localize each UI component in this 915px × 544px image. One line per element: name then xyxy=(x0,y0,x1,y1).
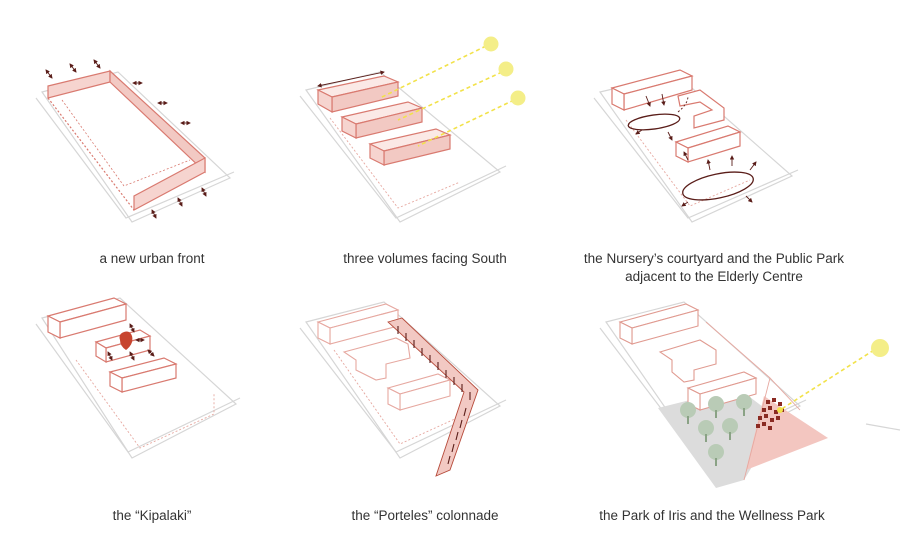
sun-ray xyxy=(379,45,515,147)
caption-line: a new urban front xyxy=(99,251,205,266)
volume-block xyxy=(340,101,424,139)
panel-kipalaki xyxy=(35,297,241,459)
panel-urban-front xyxy=(35,59,235,223)
caption-courtyard-park: the Nursery’s courtyard and the Public P… xyxy=(564,250,864,286)
colonnade xyxy=(705,321,801,481)
volume-block xyxy=(618,303,758,411)
double-arrow-icon xyxy=(45,59,207,219)
volume-block xyxy=(108,357,178,393)
kipalaki-marker xyxy=(119,331,133,350)
tree-icon xyxy=(680,394,752,466)
volume-block xyxy=(368,128,452,166)
iris-pattern xyxy=(756,398,784,430)
caption-porteles: the “Porteles” colonnade xyxy=(275,507,575,525)
courtyard-ellipse xyxy=(627,113,754,201)
volume-block xyxy=(46,297,128,339)
site-footprint-dashed xyxy=(329,117,461,209)
caption-kipalaki: the “Kipalaki” xyxy=(2,507,302,525)
volume-block xyxy=(610,69,725,129)
double-arrow-icon xyxy=(107,323,155,361)
caption-line: the “Kipalaki” xyxy=(112,508,192,523)
caption-line: the “Porteles” colonnade xyxy=(351,508,499,523)
caption-line: the Nursery’s courtyard and the Public P… xyxy=(583,251,845,266)
panel-courtyard-park xyxy=(593,69,799,223)
caption-line: adjacent to the Elderly Centre xyxy=(625,269,803,284)
volume-block xyxy=(316,303,452,411)
double-arrow-icon xyxy=(317,70,385,88)
panel-porteles xyxy=(299,301,507,477)
colonnade xyxy=(387,317,479,477)
sun-icon xyxy=(777,339,889,413)
sun-ray xyxy=(779,349,875,411)
caption-line: the Park of Iris and the Wellness Park xyxy=(599,508,825,523)
caption-line: three volumes facing South xyxy=(343,251,507,266)
caption-parks: the Park of Iris and the Wellness Park xyxy=(562,507,862,525)
double-arrow-icon xyxy=(635,93,757,207)
urban-front-volume xyxy=(47,69,206,212)
panel-three-volumes xyxy=(299,36,526,223)
volume-block xyxy=(674,125,742,163)
caption-three-volumes: three volumes facing South xyxy=(275,250,575,268)
sun-icon xyxy=(483,36,526,106)
panel-parks xyxy=(599,301,901,488)
site-outline xyxy=(299,301,507,459)
site-footprint-dashed xyxy=(75,359,215,449)
caption-urban-front: a new urban front xyxy=(2,250,302,268)
